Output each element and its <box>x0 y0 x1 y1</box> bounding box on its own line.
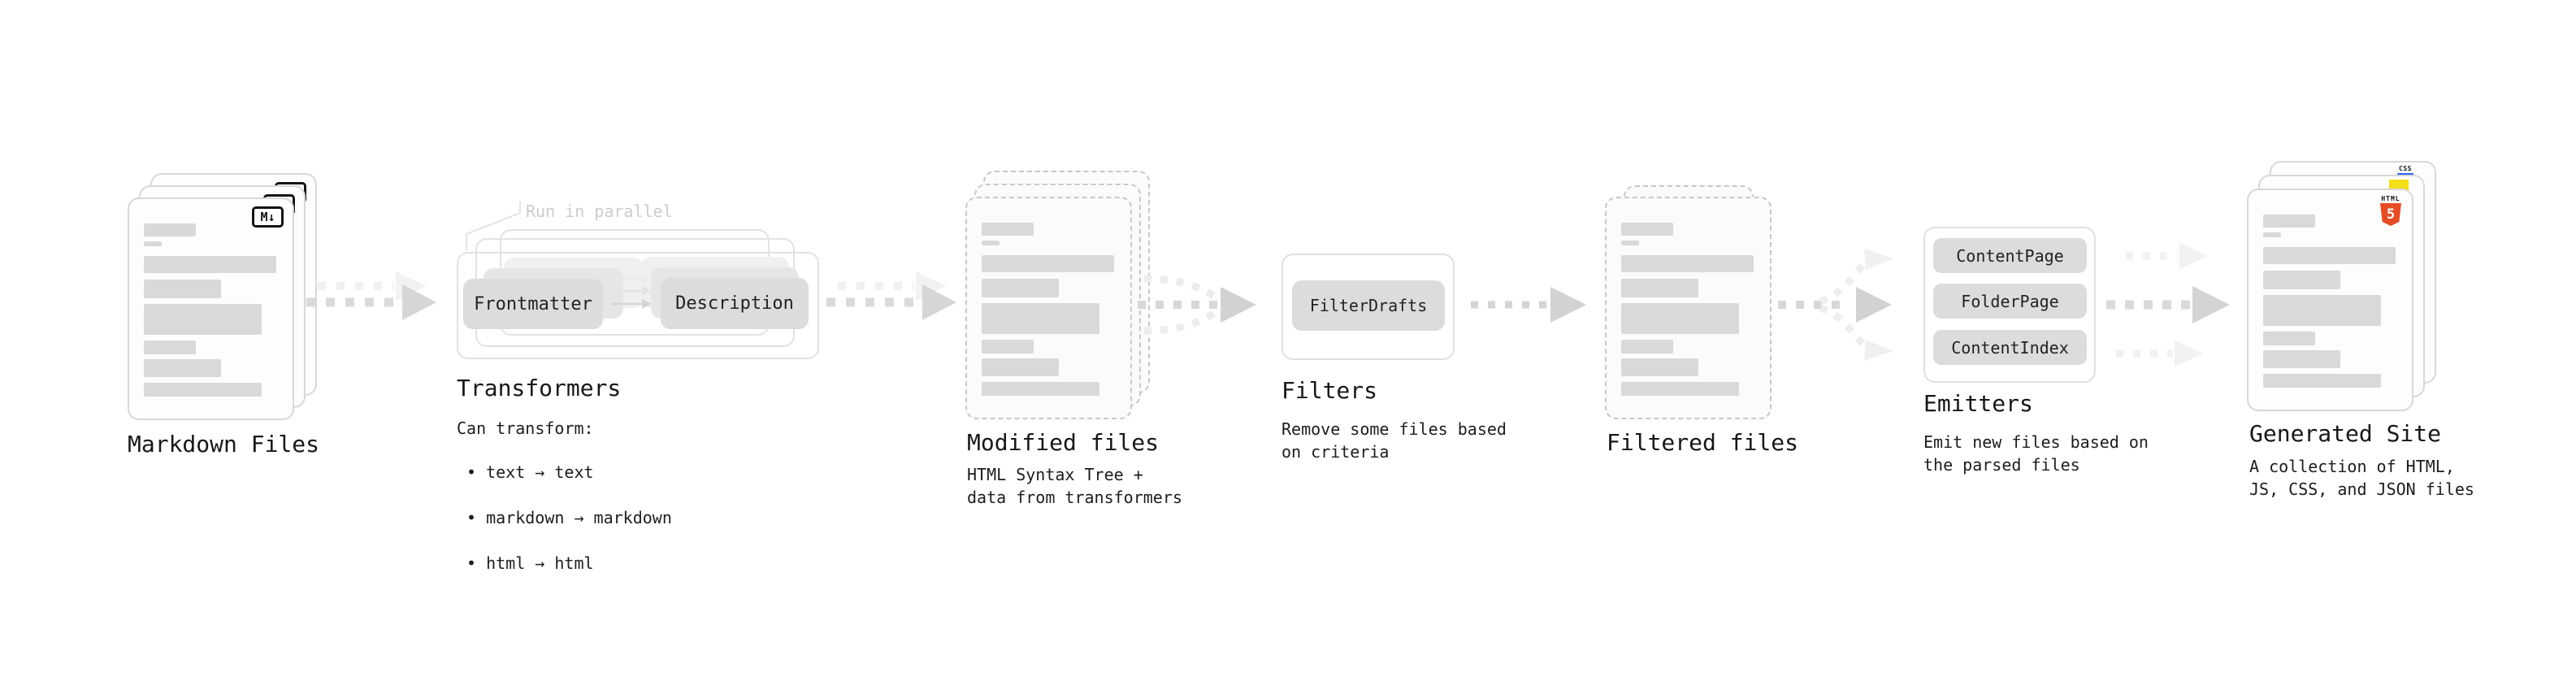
description-pill: Description <box>661 278 809 329</box>
skeleton-bar <box>982 358 1059 376</box>
transform-mini-arrows <box>611 275 652 309</box>
skeleton-bar <box>1621 340 1673 354</box>
skeleton-bar <box>982 340 1034 354</box>
skeleton-bar <box>144 359 221 377</box>
skeleton-bar <box>1621 255 1754 272</box>
skeleton-bar <box>982 223 1034 236</box>
skeleton-bar <box>1621 223 1673 236</box>
skeleton-bar <box>144 340 196 354</box>
skeleton-bar <box>144 304 262 335</box>
emitters-box: ContentPage FolderPage ContentIndex <box>1923 227 2096 383</box>
modified-file-front <box>965 197 1132 419</box>
file-content-skeleton <box>1621 223 1754 396</box>
skeleton-bar <box>2263 332 2315 345</box>
emitter-pill-contentpage: ContentPage <box>1933 238 2087 273</box>
skeleton-bar <box>2263 215 2315 228</box>
filtered-file-front <box>1605 197 1772 419</box>
skeleton-bar <box>982 303 1099 334</box>
skeleton-bar <box>2263 271 2340 289</box>
markdown-file-front: M↓ <box>128 197 294 420</box>
arrow-markdown-to-transformers <box>306 271 436 320</box>
arrow-modified-to-filters <box>1138 275 1256 335</box>
generated-site-subtitle: A collection of HTML, JS, CSS, and JSON … <box>2249 457 2474 499</box>
note-leader-line <box>466 202 521 250</box>
skeleton-bar <box>144 223 196 236</box>
run-in-parallel-note: Run in parallel <box>526 202 673 221</box>
skeleton-bar <box>982 241 1000 245</box>
generated-site-title: Generated Site <box>2249 420 2442 447</box>
skeleton-bar <box>1621 382 1739 396</box>
css-icon-label: CSS <box>2399 165 2412 172</box>
emitter-pill-contentindex: ContentIndex <box>1933 330 2087 365</box>
filters-subtitle: Remove some files based on criteria <box>1281 419 1507 462</box>
skeleton-bar <box>2263 295 2381 326</box>
skeleton-bar <box>1621 303 1739 334</box>
skeleton-bar <box>144 256 276 273</box>
emitters-subtitle: Emit new files based on the parsed files <box>1923 432 2149 475</box>
html5-icon: HTML 5 <box>2379 195 2402 226</box>
transformers-bullets: • text → text • markdown → markdown • ht… <box>466 438 672 597</box>
site-file-html: HTML 5 <box>2247 189 2413 411</box>
html5-icon-shield: 5 <box>2380 203 2401 226</box>
arrow-filtered-to-emitters <box>1778 249 1893 361</box>
arrow-main <box>826 284 956 320</box>
skeleton-bar <box>982 279 1059 297</box>
frontmatter-pill: Frontmatter <box>463 279 603 329</box>
emitters-title: Emitters <box>1923 390 2033 417</box>
filters-box: FilterDrafts <box>1281 254 1455 360</box>
skeleton-bar <box>144 383 262 397</box>
skeleton-bar <box>982 382 1099 396</box>
markdown-files-title: Markdown Files <box>128 431 320 458</box>
modified-files-title: Modified files <box>967 429 1160 456</box>
modified-files-subtitle: HTML Syntax Tree + data from transformer… <box>967 465 1182 507</box>
arrow-main <box>306 284 436 320</box>
skeleton-bar <box>2263 247 2396 264</box>
html5-icon-numeral: 5 <box>2386 206 2396 223</box>
markdown-icon: M↓ <box>252 206 284 228</box>
file-content-skeleton <box>2263 215 2396 388</box>
skeleton-bar <box>1621 241 1639 245</box>
bullet-item: • html → html <box>466 553 594 573</box>
skeleton-bar <box>982 255 1114 272</box>
html5-icon-label: HTML <box>2381 195 2400 202</box>
arrow-emitters-to-site <box>2106 243 2230 367</box>
file-content-skeleton <box>144 223 276 397</box>
bullet-item: • markdown → markdown <box>466 508 672 527</box>
skeleton-bar <box>2263 350 2340 368</box>
transformer-box-front <box>457 252 819 359</box>
skeleton-bar <box>1621 358 1698 376</box>
arrow-filters-to-filtered <box>1471 287 1586 323</box>
skeleton-bar <box>1621 279 1698 297</box>
file-content-skeleton <box>982 223 1114 396</box>
emitter-pill-folderpage: FolderPage <box>1933 284 2087 319</box>
bullet-item: • text → text <box>466 462 594 482</box>
skeleton-bar <box>2263 232 2281 237</box>
filtered-files-title: Filtered files <box>1607 429 1799 456</box>
skeleton-bar <box>2263 374 2381 388</box>
skeleton-bar <box>144 241 162 246</box>
filter-drafts-pill: FilterDrafts <box>1292 280 1445 331</box>
skeleton-bar <box>144 280 221 298</box>
arrow-transformers-to-modified <box>826 271 956 320</box>
transformers-title: Transformers <box>457 375 622 401</box>
transformers-heading: Can transform: <box>457 419 594 438</box>
filters-title: Filters <box>1281 377 1378 404</box>
